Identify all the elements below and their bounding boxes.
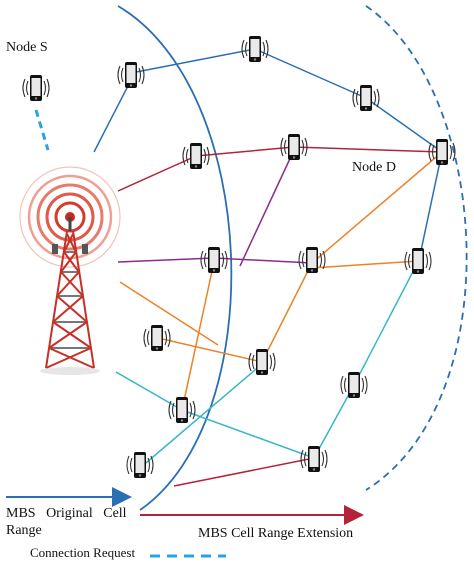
phone-node [404,247,432,275]
phone-node [126,451,154,479]
purple-links [117,149,313,267]
connection-request-link [34,109,50,151]
phone-node [241,35,269,63]
blue-links [93,48,443,261]
orange-links [119,151,443,411]
phone-node [168,396,196,424]
original-range-label-2: Range [6,523,42,538]
red-links [117,146,443,487]
phone-node-d [428,138,456,166]
phone-node [200,246,228,274]
phone-node-s [22,74,50,102]
connection-request-label: Connection Request [30,545,136,560]
phone-node [352,84,380,112]
phone-node [182,142,210,170]
cell-tower-icon [19,166,121,375]
node-s-label: Node S [6,40,48,55]
extension-label: MBS Cell Range Extension [198,526,354,541]
phone-node [340,371,368,399]
phone-node [117,61,145,89]
original-cell-boundary [117,5,233,511]
phone-node [300,445,328,473]
phone-node [280,133,308,161]
phone-node [143,324,171,352]
teal-links [115,261,419,469]
extended-cell-boundary [365,5,468,491]
node-d-label: Node D [352,160,396,175]
phone-node [298,246,326,274]
original-range-label: MBS Original Cell [6,506,127,521]
